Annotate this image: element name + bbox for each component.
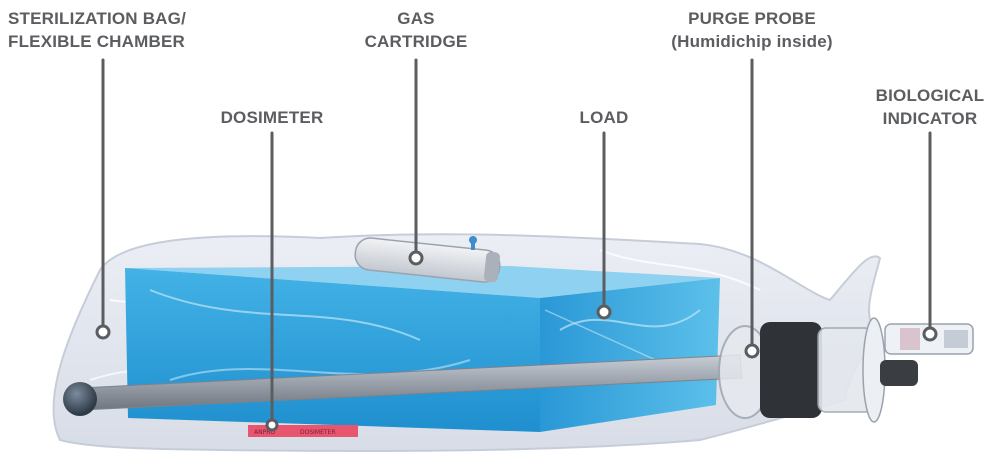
label-purge-probe: PURGE PROBE (Humidichip inside) <box>652 7 852 53</box>
bag-leader-dot <box>95 324 111 340</box>
load-box-top <box>125 266 720 298</box>
label-gas-cartridge-line1: GAS <box>397 9 435 28</box>
gas-cartridge <box>354 236 501 283</box>
load-leader-dot <box>596 304 612 320</box>
label-sterilization-bag-line2: FLEXIBLE CHAMBER <box>8 32 185 51</box>
dosimeter-left-text: ANPRO <box>254 429 275 436</box>
label-dosimeter: DOSIMETER <box>212 106 332 129</box>
label-biological-indicator: BIOLOGICAL INDICATOR <box>868 84 992 130</box>
label-gas-cartridge-line2: CARTRIDGE <box>364 32 468 51</box>
label-load-line1: LOAD <box>579 108 629 127</box>
label-gas-cartridge: GAS CARTRIDGE <box>356 7 476 53</box>
label-sterilization-bag: STERILIZATION BAG/ FLEXIBLE CHAMBER <box>8 7 186 53</box>
label-load: LOAD <box>564 106 644 129</box>
dosimeter-leader-dot <box>265 418 279 432</box>
purge-leader-dot <box>744 343 760 359</box>
label-sterilization-bag-line1: STERILIZATION BAG/ <box>8 9 186 28</box>
dosimeter-strip: ANPRO DOSIMETER <box>248 425 358 437</box>
label-biological-indicator-line2: INDICATOR <box>882 109 978 128</box>
dosimeter-right-text: DOSIMETER <box>300 429 336 436</box>
gas-leader-dot <box>408 250 424 266</box>
load-box-side <box>540 278 720 432</box>
label-purge-probe-line2: (Humidichip inside) <box>671 32 833 51</box>
label-biological-indicator-line1: BIOLOGICAL <box>875 86 985 105</box>
label-dosimeter-line1: DOSIMETER <box>220 108 324 127</box>
label-purge-probe-line1: PURGE PROBE <box>688 9 816 28</box>
bio-leader-dot <box>922 326 938 342</box>
